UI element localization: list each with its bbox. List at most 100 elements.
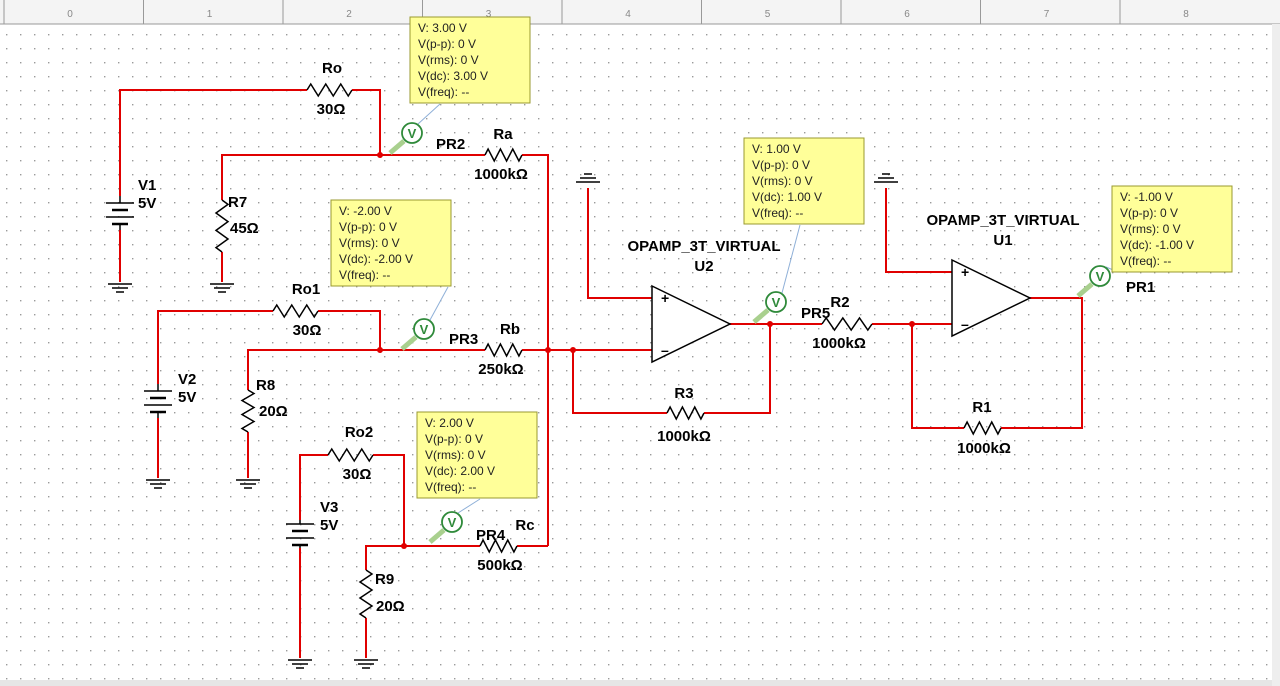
ground-symbol[interactable]: [108, 283, 132, 293]
resistor-ro1[interactable]: Ro1 30Ω: [272, 281, 322, 339]
probe-readout-line: V(rms): 0 V: [339, 236, 400, 250]
ground-symbol[interactable]: [576, 173, 600, 183]
probe-readout-line: V: 1.00 V: [752, 142, 801, 156]
ground-symbol[interactable]: [874, 173, 898, 183]
probe-readout-line: V(p-p): 0 V: [339, 220, 397, 234]
ground-symbol[interactable]: [146, 479, 170, 489]
probe-name: PR3: [449, 331, 478, 348]
ruler-label: 0: [67, 9, 73, 20]
probe-readout-line: V(freq): --: [1120, 254, 1171, 268]
probe-tip: [752, 308, 770, 324]
probe-readout-line: V(dc): -1.00 V: [1120, 238, 1194, 252]
probe-readout: V: 3.00 VV(p-p): 0 VV(rms): 0 VV(dc): 3.…: [409, 16, 531, 104]
probe-readout-line: V(rms): 0 V: [1120, 222, 1181, 236]
probe-readout-line: V(p-p): 0 V: [418, 37, 476, 51]
opamp-name: U2: [694, 258, 713, 275]
resistor-symbol: [479, 538, 518, 554]
probe-leader-line: [781, 224, 801, 294]
resistor-ro[interactable]: Ro 30Ω: [306, 60, 353, 118]
ground-symbol[interactable]: [210, 283, 234, 293]
probe-icon: [441, 511, 463, 533]
resistor-symbol: [963, 420, 1002, 436]
probe-readout-line: V(rms): 0 V: [425, 448, 486, 462]
vertical-scrollbar[interactable]: [1272, 24, 1280, 686]
ruler-label: 6: [904, 9, 910, 20]
resistor-symbol: [327, 447, 374, 463]
horizontal-scrollbar[interactable]: [0, 680, 1272, 686]
resistor-name: R7: [228, 194, 247, 211]
resistor-value: 1000kΩ: [812, 335, 866, 352]
probe-readout-line: V(rms): 0 V: [752, 174, 813, 188]
resistor-value: 30Ω: [317, 101, 346, 118]
resistor-value: 500kΩ: [477, 557, 522, 574]
opamp-pin-sign: +: [661, 290, 669, 306]
resistor-symbol: [306, 82, 353, 98]
voltage-probe-pr3[interactable]: V PR3 V: -2.00 V V(p-p): 0 V V(rms): 0 V V(dc…: [330, 199, 478, 351]
resistor-symbol: [358, 569, 374, 619]
opamp-name: U1: [993, 232, 1012, 249]
probe-readout-line: V(dc): -2.00 V: [339, 252, 413, 266]
ground-symbol[interactable]: [354, 659, 378, 669]
ground-symbol[interactable]: [236, 479, 260, 489]
opamp-type: OPAMP_3T_VIRTUAL: [926, 212, 1079, 229]
opamp-symbol: [651, 284, 732, 364]
probe-leader-line: [429, 286, 449, 321]
resistor-name: R9: [375, 571, 394, 588]
probe-icon-label: V: [772, 295, 781, 310]
resistor-value: 1000kΩ: [474, 166, 528, 183]
probe-tip: [1076, 282, 1094, 298]
probe-readout-line: V(dc): 2.00 V: [425, 464, 495, 478]
opamp-symbol: [951, 258, 1032, 338]
source-name: V1: [138, 177, 156, 194]
ruler-label: 3: [486, 9, 492, 20]
probe-readout: V: 1.00 VV(p-p): 0 VV(rms): 0 VV(dc): 1.…: [743, 137, 865, 225]
resistor-name: Ro1: [292, 281, 320, 298]
resistor-value: 30Ω: [343, 466, 372, 483]
probe-icon-label: V: [448, 515, 457, 530]
probe-readout-line: V(freq): --: [425, 480, 476, 494]
resistor-name: R3: [674, 385, 693, 402]
probe-readout-line: V(freq): --: [339, 268, 390, 282]
resistor-symbol: [240, 389, 256, 433]
probe-readout-line: V(freq): --: [418, 85, 469, 99]
ground-symbol[interactable]: [288, 659, 312, 669]
grid-dots: [0, 24, 1272, 680]
resistor-symbol: [821, 316, 873, 332]
resistor-symbol: [214, 199, 230, 253]
resistor-symbol: [666, 405, 705, 421]
resistor-value: 30Ω: [293, 322, 322, 339]
probe-icon-label: V: [408, 126, 417, 141]
probe-leader-line: [457, 498, 481, 514]
resistor-name: Ro: [322, 60, 342, 77]
probe-readout-line: V: -2.00 V: [339, 204, 392, 218]
source-value: 5V: [320, 517, 338, 534]
resistor-value: 20Ω: [259, 403, 288, 420]
resistor-value: 1000kΩ: [957, 440, 1011, 457]
ruler-label: 2: [346, 9, 352, 20]
ruler-label: 8: [1183, 9, 1189, 20]
probe-icon-label: V: [420, 322, 429, 337]
junctions: [377, 152, 915, 549]
probe-readout-line: V(dc): 1.00 V: [752, 190, 822, 204]
